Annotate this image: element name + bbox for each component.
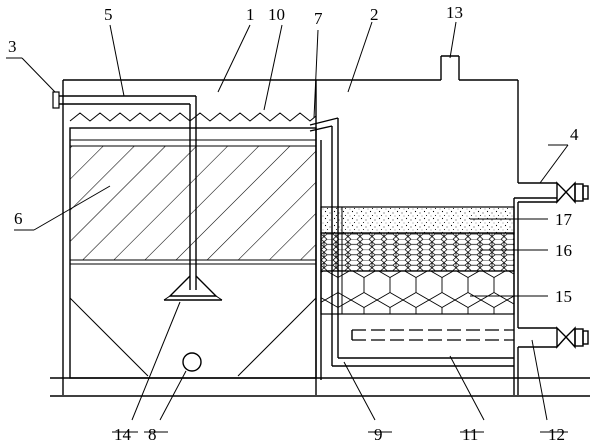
vent-pipe	[440, 55, 460, 80]
label-15: 15	[555, 287, 572, 306]
water-surface-zigzag	[69, 112, 317, 122]
label-11: 11	[462, 425, 478, 444]
filter-layer-fine-media	[320, 232, 515, 272]
label-7: 7	[314, 9, 323, 28]
inlet-pipe	[52, 91, 197, 290]
label-13: 13	[446, 3, 463, 22]
partition-wall	[315, 80, 322, 395]
label-17: 17	[555, 210, 573, 229]
label-9: 9	[374, 425, 383, 444]
label-1: 1	[246, 5, 255, 24]
label-8: 8	[148, 425, 157, 444]
outlet-pipe-12	[518, 326, 589, 349]
label-3: 3	[8, 37, 17, 56]
label-14: 14	[114, 425, 132, 444]
label-4: 4	[570, 125, 579, 144]
leader-lines	[6, 21, 569, 433]
packing-layer	[69, 145, 317, 261]
label-10: 10	[268, 5, 285, 24]
label-16: 16	[555, 241, 572, 260]
label-12: 12	[548, 425, 565, 444]
outlet-pipe-4	[514, 181, 589, 204]
label-5: 5	[104, 5, 113, 24]
label-6: 6	[14, 209, 23, 228]
bell-diffuser	[163, 275, 223, 301]
ground-lines	[50, 377, 590, 397]
filter-layer-sand	[320, 206, 515, 234]
perforated-drain	[351, 329, 514, 341]
label-2: 2	[370, 5, 379, 24]
filter-layer-coarse-media	[320, 270, 515, 315]
sludge-outlet	[182, 352, 202, 372]
